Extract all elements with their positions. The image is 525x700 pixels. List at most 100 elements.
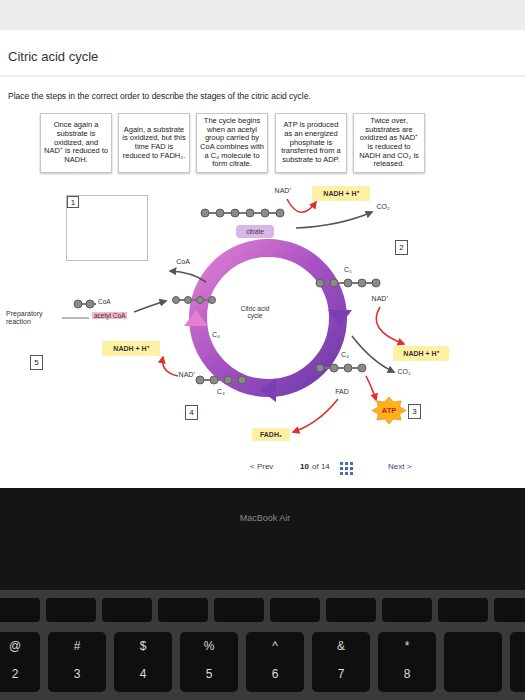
grid-dot [340,472,343,475]
key-label: @ [9,640,21,654]
key [214,598,264,622]
atp-burst: ATP [372,397,406,424]
product-box: NADH + H⁺ [312,186,370,201]
key-label: 3 [74,668,81,682]
carbon-dot [74,300,82,308]
node-text: ATP is produced as an energized phosphat… [279,121,343,164]
key-label: 6 [272,668,279,682]
callout-number: 3 [412,407,416,416]
product-box: NADH + H⁺ [102,341,160,356]
callout-number: 4 [189,408,193,417]
node-text: citrate [246,228,264,235]
carbon-dot [201,209,209,217]
key [326,598,376,622]
diagram-label: CoA [176,258,190,266]
key [158,598,208,622]
reduction-arrow [376,307,404,344]
atp-arrow [366,376,376,400]
grid-dot [345,467,348,470]
key [312,632,370,692]
grid-dot [345,472,348,475]
page-title: Citric acid cycle [8,50,98,65]
screen [0,0,525,488]
callout-number: 2 [399,243,403,252]
key [246,632,304,692]
diagram-label: C₅ [344,266,352,274]
carbon-dot [216,209,224,217]
diagram-label: CO₂ [397,368,410,376]
diagram-label: C₄ [217,388,225,396]
diagram-label: NAD⁺ [275,187,292,195]
bezel [0,488,525,590]
key-label: ^ [272,640,278,654]
key-label: 5 [206,668,213,682]
diagram-label: < Prev [250,462,273,471]
key [510,632,525,692]
carbon-dot [238,376,246,384]
carbon-dot [246,209,254,217]
carbon-dot [316,364,324,372]
key-label: & [337,640,345,654]
diagram-label: Preparatory reaction [6,310,58,326]
grid-dot [350,467,353,470]
grid-dot [340,467,343,470]
instruction-text: Place the steps in the correct order to … [8,92,508,102]
key [0,632,40,692]
carbon-dot [316,279,324,287]
carbon-dot [358,364,366,372]
carbon-dot [330,279,338,287]
carbon-dot [209,297,216,304]
carbon-dot [210,376,218,384]
top-bar [0,0,525,30]
node-text: NADH + H⁺ [113,344,148,353]
carbon-dot [344,279,352,287]
diagram-label: NAD⁺ [372,295,389,303]
diagram-label: 10 [300,462,309,471]
carbon-dot [173,297,180,304]
diagram-label: C₄ [212,331,220,339]
key-label: $ [140,640,147,654]
diagram-label: MacBook Air [240,513,291,523]
diagram-label: acetyl CoA [92,312,127,319]
key [438,598,488,622]
cycle-ring [198,248,338,388]
key [270,598,320,622]
answer-card: Twice over, substrates are oxidized as N… [353,113,425,173]
carbon-dot [224,376,232,384]
key-label: * [405,640,410,654]
diagram-label: FAD [335,388,349,396]
release-arrow [170,271,206,282]
diagram-label: Next > [388,462,411,471]
callout-number: 1 [67,196,79,208]
diagram-label: CO₂ [376,203,389,211]
node-text: The cycle begins when an acetyl group ca… [200,117,264,169]
dash-line [62,318,89,319]
node-text: Twice over, substrates are oxidized as N… [357,117,421,169]
carbon-dot [196,376,204,384]
diagram-label: C₄ [341,351,349,359]
node-text: NADH + H⁺ [403,349,438,358]
answer-card: Once again a substrate is oxidized, and … [40,113,112,173]
key-label: 7 [338,668,345,682]
drop-number: 2 [395,240,408,255]
answer-card: ATP is produced as an energized phosphat… [275,113,347,173]
drop-number: 3 [408,404,421,419]
keys [0,598,525,692]
carbon-dot [185,297,192,304]
node-text: NADH + H⁺ [323,189,358,198]
carbon-dot [358,279,366,287]
diagram-label: CoA [98,298,111,305]
ring-arrowhead [328,310,352,326]
key [102,598,152,622]
reduction-arrow [293,399,338,432]
key [48,632,106,692]
key [46,598,96,622]
node-text: ATP [382,406,396,415]
divider [0,76,525,77]
grid-icon [340,462,353,475]
answer-card: Again, a substrate is oxidized, but this… [118,113,190,173]
co2-arrow [296,212,372,228]
diagram-label: Citric acid cycle [233,305,277,320]
product-box: NADH + H⁺ [393,346,449,361]
